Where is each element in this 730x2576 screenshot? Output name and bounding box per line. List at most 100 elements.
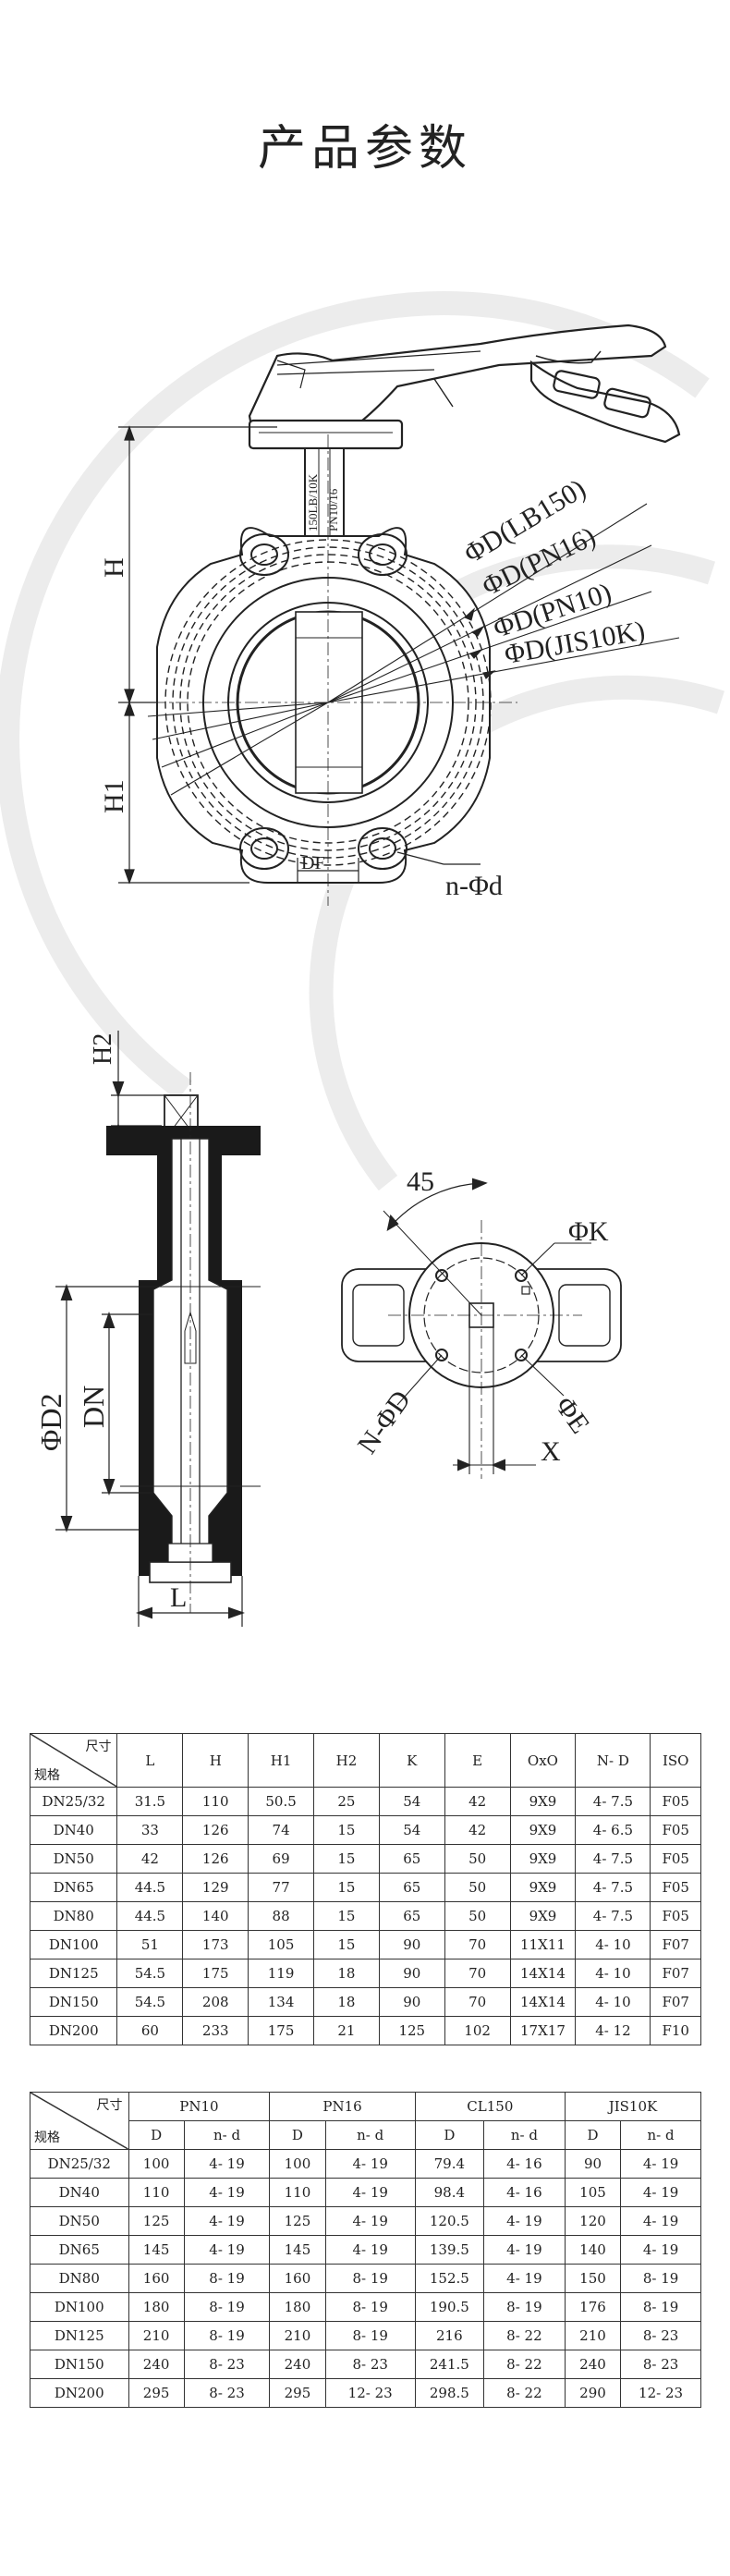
table1-value-cell: 126 [182,1815,249,1845]
table1-col-header: ISO [650,1733,701,1788]
table2-value-cell: 4- 19 [324,2235,416,2265]
table1-value-cell: 15 [313,1844,380,1874]
table1-value-cell: 54.5 [116,1959,184,1988]
dim-H-label: H [99,557,129,578]
table1-value-cell: 15 [313,1873,380,1902]
table2-value-cell: 4- 16 [482,2149,566,2179]
table1-value-cell: 65 [378,1873,445,1902]
table1-value-cell: 102 [444,2016,511,2045]
table1-spec-cell: DN25/32 [29,1787,118,1816]
table2-value-cell: 139.5 [414,2235,484,2265]
table1-spec-cell: DN80 [29,1901,118,1931]
table2-value-cell: 120 [564,2206,622,2236]
table1-value-cell: 4- 7.5 [575,1901,651,1931]
table2-value-cell: 100 [128,2149,185,2179]
table1-value-cell: 77 [248,1873,314,1902]
table2-value-cell: 4- 19 [324,2206,416,2236]
table1-value-cell: F05 [650,1873,701,1902]
table2-subheader: D [269,2120,326,2150]
table1-corner-top: 尺寸 [85,1740,112,1754]
table2-spec-cell: DN150 [30,2350,129,2379]
table2-value-cell: 8- 23 [183,2378,271,2408]
table2-spec-cell: DN65 [30,2235,129,2265]
table1-value-cell: 4- 7.5 [575,1873,651,1902]
table2-value-cell: 100 [269,2149,326,2179]
table1-value-cell: 233 [182,2016,249,2045]
table1-value-cell: 70 [444,1987,511,2017]
page-title: 产品参数 [257,121,472,177]
table1-value-cell: 14X14 [509,1959,577,1988]
table1-value-cell: 33 [116,1815,184,1845]
table2-value-cell: 8- 19 [620,2292,701,2322]
dim-E-label: ΦE [549,1391,595,1439]
dim-K-label: ΦK [568,1216,609,1247]
stem-marking-2: PN10/16 [326,488,340,531]
table2-value-cell: 190.5 [414,2292,484,2322]
table2-subheader: D [128,2120,185,2150]
table2-value-cell: 8- 19 [324,2264,416,2293]
table1-value-cell: 11X11 [509,1930,577,1959]
table2-value-cell: 4- 19 [620,2178,701,2207]
table1-col-header: OxO [509,1733,577,1788]
table1-value-cell: 18 [313,1987,380,2017]
table1-corner-bottom: 规格 [34,1768,60,1783]
table1-value-cell: 134 [248,1987,314,2017]
table1-value-cell: F07 [650,1959,701,1988]
table1-col-header: H1 [248,1733,314,1788]
table1-value-cell: F05 [650,1844,701,1874]
table1-value-cell: 9X9 [509,1815,577,1845]
table2-spec-cell: DN125 [30,2321,129,2350]
table2-value-cell: 140 [564,2235,622,2265]
table2-value-cell: 4- 16 [482,2178,566,2207]
table2-value-cell: 290 [564,2378,622,2408]
table2-group-header: PN10 [128,2092,271,2121]
valve-technical-drawing: 150LB/10K PN10/16 [0,291,725,1627]
table1-value-cell: 54 [378,1815,445,1845]
table1-value-cell: 54.5 [116,1987,184,2017]
table2-subheader: n- d [482,2120,566,2150]
table2-value-cell: 4- 19 [482,2206,566,2236]
table2-value-cell: 8- 19 [183,2292,271,2322]
table2-value-cell: 8- 19 [324,2321,416,2350]
table1-value-cell: 21 [313,2016,380,2045]
table1-value-cell: 44.5 [116,1901,184,1931]
dim-45-label: 45 [407,1166,434,1197]
table1-value-cell: 70 [444,1930,511,1959]
table2-value-cell: 180 [269,2292,326,2322]
table1-corner-cell: 尺寸 规格 [29,1733,118,1788]
table2-value-cell: 4- 19 [324,2149,416,2179]
table1-header-row: 尺寸 规格 L H H1 H2 K E OxO N- D ISO [29,1733,701,1788]
table1-value-cell: 88 [248,1901,314,1931]
table2-subheader: D [414,2120,484,2150]
dimensions-table: 尺寸 规格 L H H1 H2 K E OxO N- D ISO DN25/32… [29,1733,701,2045]
table2-subheader: D [564,2120,622,2150]
table1-value-cell: 50 [444,1873,511,1902]
table2-value-cell: 160 [269,2264,326,2293]
table2-value-cell: 125 [128,2206,185,2236]
table1-value-cell: 9X9 [509,1844,577,1874]
table2-spec-cell: DN200 [30,2378,129,2408]
table2-group-header: JIS10K [564,2092,702,2121]
table2-value-cell: 4- 19 [183,2235,271,2265]
table2-spec-cell: DN50 [30,2206,129,2236]
table1-value-cell: 105 [248,1930,314,1959]
table1-value-cell: 15 [313,1901,380,1931]
table2-value-cell: 216 [414,2321,484,2350]
table1-spec-cell: DN40 [29,1815,118,1845]
table2-value-cell: 4- 19 [183,2178,271,2207]
table1-value-cell: 17X17 [509,2016,577,2045]
dim-H2-label: H2 [89,1033,117,1065]
table1-value-cell: 54 [378,1787,445,1816]
table1-value-cell: 44.5 [116,1873,184,1902]
top-view: 150LB/10K PN10/16 [99,324,681,906]
table2-spec-cell: DN80 [30,2264,129,2293]
dim-H1-label: H1 [99,779,129,813]
table2-value-cell: 210 [269,2321,326,2350]
